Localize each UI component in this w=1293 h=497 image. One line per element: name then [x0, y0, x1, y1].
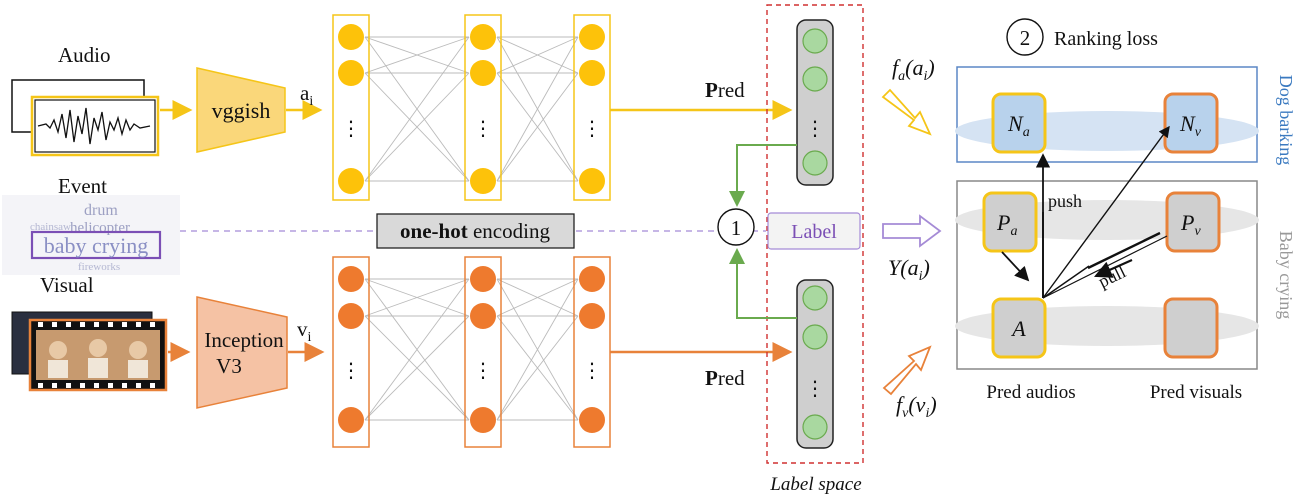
class-dog-barking: Dog barking	[1276, 75, 1293, 165]
network-node	[470, 60, 496, 86]
visual-hollow-arrow	[882, 345, 932, 396]
network-node	[338, 303, 364, 329]
svg-text:1: 1	[731, 216, 742, 240]
visual-label: Visual	[40, 273, 94, 297]
network-node	[470, 407, 496, 433]
Pv-box	[1165, 191, 1221, 253]
Na-box	[991, 92, 1047, 154]
push-label: push	[1048, 191, 1082, 211]
svg-text:Pa: Pa	[996, 210, 1017, 239]
svg-text:chainsaw: chainsaw	[30, 221, 71, 233]
network-node	[579, 24, 605, 50]
Pa-box	[982, 191, 1038, 253]
Y-label: Y(ai)	[888, 255, 930, 284]
pred-visual-label: Pred	[705, 366, 745, 390]
svg-text:⋮: ⋮	[473, 358, 493, 382]
label-space-box	[766, 4, 864, 464]
visual-pred-column	[796, 279, 834, 449]
vggish-label: vggish	[212, 98, 271, 123]
audio-label: Audio	[58, 43, 111, 67]
network-node	[338, 407, 364, 433]
audio-network: ⋮ ⋮ ⋮	[332, 14, 611, 201]
inception-label-line1: Inception	[204, 328, 284, 352]
svg-text:2: 2	[1020, 26, 1031, 50]
step-two-circle	[1006, 18, 1044, 56]
svg-text:⋮: ⋮	[341, 116, 361, 140]
svg-text:⋮: ⋮	[582, 116, 602, 140]
network-node	[579, 407, 605, 433]
video-frames-icon	[11, 311, 168, 392]
svg-text:⋮: ⋮	[805, 376, 825, 400]
network-node	[470, 168, 496, 194]
pred-visuals-label: Pred visuals	[1150, 382, 1242, 403]
pred-audios-label: Pred audios	[986, 382, 1075, 403]
svg-text:⋮: ⋮	[473, 116, 493, 140]
label-text: Label	[791, 221, 837, 243]
network-node	[470, 303, 496, 329]
network-node	[579, 303, 605, 329]
event-wordcloud: drum helicopter chainsaw fireworks baby …	[2, 195, 180, 275]
A-box	[991, 297, 1047, 359]
audio-pred-column	[796, 19, 834, 186]
audio-hollow-arrow	[881, 88, 932, 136]
label-space-caption: Label space	[769, 474, 861, 495]
event-label: Event	[58, 174, 107, 198]
wordcloud-main: baby crying	[44, 233, 148, 258]
svg-text:⋮: ⋮	[341, 358, 361, 382]
baby-crying-panel	[956, 180, 1258, 370]
ranking-loss-title: Ranking loss	[1054, 28, 1158, 50]
Nv-box	[1163, 92, 1219, 154]
network-node	[338, 168, 364, 194]
visual-feature: vi	[297, 317, 312, 345]
network-node	[470, 266, 496, 292]
fv-label: fv(vi)	[896, 392, 937, 421]
network-node	[579, 60, 605, 86]
fa-label: fa(ai)	[892, 55, 935, 84]
svg-text:⋮: ⋮	[582, 358, 602, 382]
audio-feature: ai	[300, 81, 313, 109]
pred-audio-label: Pred	[705, 78, 745, 102]
visual-network: ⋮ ⋮ ⋮	[332, 256, 611, 448]
pull-label: pull	[1095, 261, 1129, 291]
inception-label-line2: V3	[216, 354, 242, 378]
inception-encoder	[196, 296, 288, 409]
network-node	[579, 266, 605, 292]
network-node	[338, 24, 364, 50]
svg-text:Na: Na	[1007, 111, 1030, 140]
visual-empty-box	[1163, 297, 1219, 359]
audio-waveform-icon	[11, 79, 160, 157]
svg-text:Nv: Nv	[1179, 111, 1202, 140]
network-node	[338, 60, 364, 86]
svg-text:drum: drum	[84, 202, 118, 219]
class-baby-crying: Baby crying	[1276, 231, 1293, 319]
svg-text:fireworks: fireworks	[78, 261, 120, 273]
one-hot-encoding-box	[376, 213, 575, 249]
dog-barking-panel	[956, 66, 1258, 163]
label-box	[767, 212, 861, 250]
vggish-encoder	[196, 67, 286, 153]
step-one-circle	[717, 208, 755, 246]
svg-text:⋮: ⋮	[805, 116, 825, 140]
one-hot-encoding-label: one-hot encoding	[400, 219, 550, 243]
network-node	[338, 266, 364, 292]
svg-text:Pv: Pv	[1180, 210, 1201, 239]
network-node	[470, 24, 496, 50]
network-node	[579, 168, 605, 194]
svg-text:A: A	[1010, 316, 1026, 341]
label-hollow-arrow	[882, 214, 942, 248]
